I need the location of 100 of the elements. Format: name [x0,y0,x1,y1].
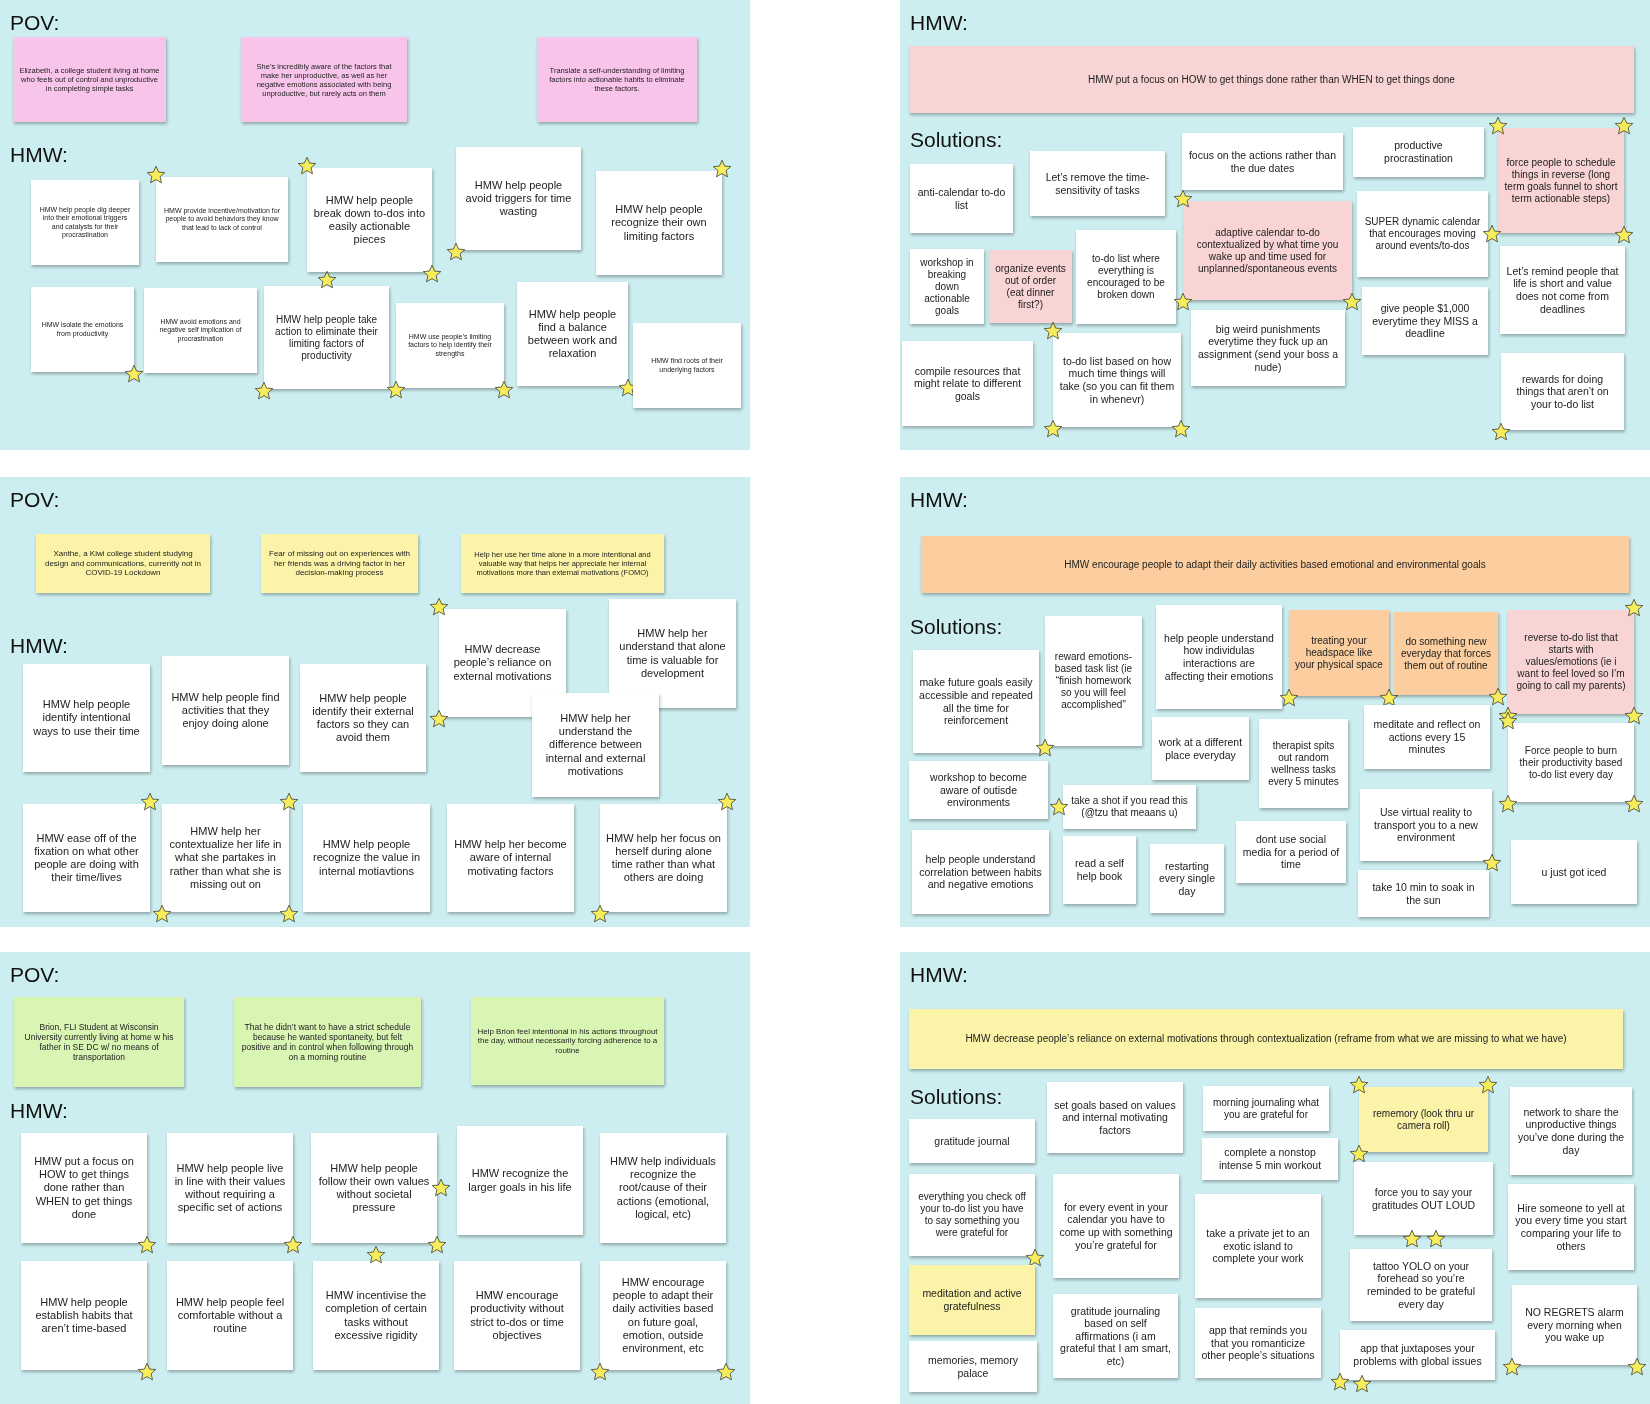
note-text: dont use social media for a period of time [1242,833,1340,871]
note-text: HMW help her become aware of internal motivating factors [453,838,568,878]
note-text: set goals based on values and internal motivating factors [1053,1098,1177,1137]
sticky-note [913,650,1039,753]
sticky-note [1191,310,1345,386]
sticky-note [600,1133,726,1243]
note-text: treating your headspace like your physical space [1295,635,1383,671]
note-text: complete a nonstop intense 5 min workout [1217,1146,1323,1172]
note-text: That he didn’t want to have a strict schedule because he wanted spontaneity, but felt positive and in control when following through on a morning routine [240,1021,415,1063]
sticky-note [454,1261,580,1370]
note-text: help people understand correlation between habits and negative emotions [918,853,1043,891]
note-text: reverse to-do list that starts with values/emotions (ie i want to feel loved so I’m going to call my parents) [1515,632,1627,692]
sticky-note [162,656,289,765]
sticky-note [537,37,697,122]
note-text: work at a different place everyday [1158,735,1243,762]
note-text: help people understand how individulas interactions are affecting their emotions [1163,631,1275,683]
note-text: HMW help people follow their own values without societal pressure [317,1161,431,1215]
sticky-note [1156,605,1282,709]
note-text: to-do list where everything is encouraged to be broken down [1086,253,1166,301]
note-text: Fear of missing out on experiences with her friends was a driving factor in her decision-making process [268,549,411,578]
sticky-note [13,37,166,122]
sticky-note [1510,1087,1632,1175]
sticky-note [457,1126,583,1235]
note-text: morning journaling what you are grateful for [1211,1096,1321,1121]
section-heading: POV: [10,12,60,33]
note-text: HMW incentivise the completion of certain tasks without excessive rigidity [324,1289,428,1342]
note-text: anti-calendar to-do list [916,185,1007,212]
sticky-note [144,288,257,373]
sticky-note [609,599,736,708]
sticky-note [1364,705,1490,769]
sticky-note [241,37,407,122]
note-text: HMW help people recognize their own limiting factors [610,203,708,243]
sticky-note [910,249,984,324]
sticky-note [1152,717,1249,780]
sticky-note [447,804,574,912]
sticky-note [1350,1249,1492,1321]
note-text: big weird punishments everytime they fuck up an assignment (send your boss a nude) [1197,322,1339,374]
note-text: HMW encourage people to adapt their daily activities based emotional and environmental goals [1064,558,1486,571]
sticky-note [912,830,1049,914]
note-text: Brion, FLI Student at Wisconsin University currently living at home w his father in SE DC w/ no means of transportation [23,1021,175,1063]
note-text: Let’s remind people that life is short and value does not come from deadlines [1506,264,1619,316]
sticky-note [1202,1138,1338,1180]
sticky-note [167,1261,293,1370]
note-text: HMW put a focus on HOW to get things done rather than WHEN to get things done [33,1155,135,1221]
note-text: to-do list based on how much time things will take (so you can fit them in whenevr) [1059,354,1175,406]
note-text: u just got iced [1541,865,1607,879]
sticky-note [1076,230,1176,324]
note-text: make future goals easily accessible and repeated all the time for reinforcement [919,676,1033,727]
note-text: app that reminds you that you romanticize other people’s situations [1201,1324,1315,1362]
sticky-note [234,997,421,1087]
sticky-note [909,1341,1037,1392]
board-panel [0,952,750,1404]
note-text: HMW help people identify intentional ways to use their time [32,698,141,738]
note-text: HMW help people find a balance between work and relaxation [526,307,619,361]
sticky-note [921,536,1629,593]
note-text: HMW recognize the larger goals in his life [467,1167,573,1194]
note-text: gratitude journal [934,1134,1010,1148]
sticky-note [300,664,426,772]
sticky-note [1203,1086,1329,1131]
sticky-note [261,534,418,593]
sticky-note [471,997,664,1085]
note-text: Help Brion feel intentional in his actions throughout the day, without necessarily forcing adherence to a routine [477,1026,658,1056]
sticky-note [532,693,659,797]
sticky-note [31,180,139,265]
sticky-note [1500,246,1625,334]
note-text: Use virtual reality to transport you to a new environment [1373,806,1479,844]
note-text: rewards for doing things that aren’t on your to-do list [1515,372,1610,411]
note-text: productive procrastination [1383,139,1454,165]
note-text: NO REGRETS alarm every morning when you wake up [1524,1306,1625,1344]
sticky-note [902,341,1033,426]
sticky-note [14,997,184,1087]
note-text: rememory (look thru ur camera roll) [1371,1107,1476,1132]
sticky-note [1195,1308,1321,1378]
note-text: HMW help her contextualize her life in what she partakes in rather than what she is missing out on [168,825,283,891]
sticky-note [1182,133,1343,190]
board-panel [900,0,1650,450]
note-text: restarting every single day [1158,859,1216,898]
sticky-note [23,664,150,772]
note-text: meditate and reflect on actions every 15 minutes [1372,718,1482,756]
section-heading: HMW: [10,1100,68,1121]
note-text: take a private jet to an exotic island to complete your work [1205,1227,1311,1265]
note-text: network to share the unproductive things you’ve done during the day [1516,1105,1626,1157]
sticky-note [1195,1194,1321,1298]
section-heading: HMW: [910,12,968,33]
note-text: HMW help people break down to-dos into easily actionable pieces [313,193,426,247]
sticky-note [910,164,1013,233]
board-panel [900,477,1650,927]
note-text: reward emotions-based task list (ie “finish homework so you will feel accomplished” [1053,651,1134,711]
sticky-note [1353,127,1484,177]
note-text: do something new everyday that forces them out of routine [1400,635,1492,672]
note-text: meditation and active gratefulness [921,1287,1023,1313]
note-text: adaptive calendar to-do contextualized by what time you wake up and time used for unplanned/spontaneous events [1195,226,1340,275]
note-text: organize events out of order (eat dinner first?) [995,262,1066,311]
sticky-note [461,534,664,593]
note-text: HMW decrease people’s reliance on external motivations through contextualization (reframe from what we are missing to what we have) [965,1033,1567,1045]
note-text: for every event in your calendar you have to come up with something you’re grateful for [1059,1200,1173,1252]
section-heading: Solutions: [910,1086,1003,1107]
note-text: Xanthe, a Kiwi college student studying design and communications, currently not in COVID-19 Lockdown [43,549,203,578]
sticky-note [1030,151,1165,216]
note-text: take a shot if you read this (@tzu that meaans u) [1070,795,1189,819]
